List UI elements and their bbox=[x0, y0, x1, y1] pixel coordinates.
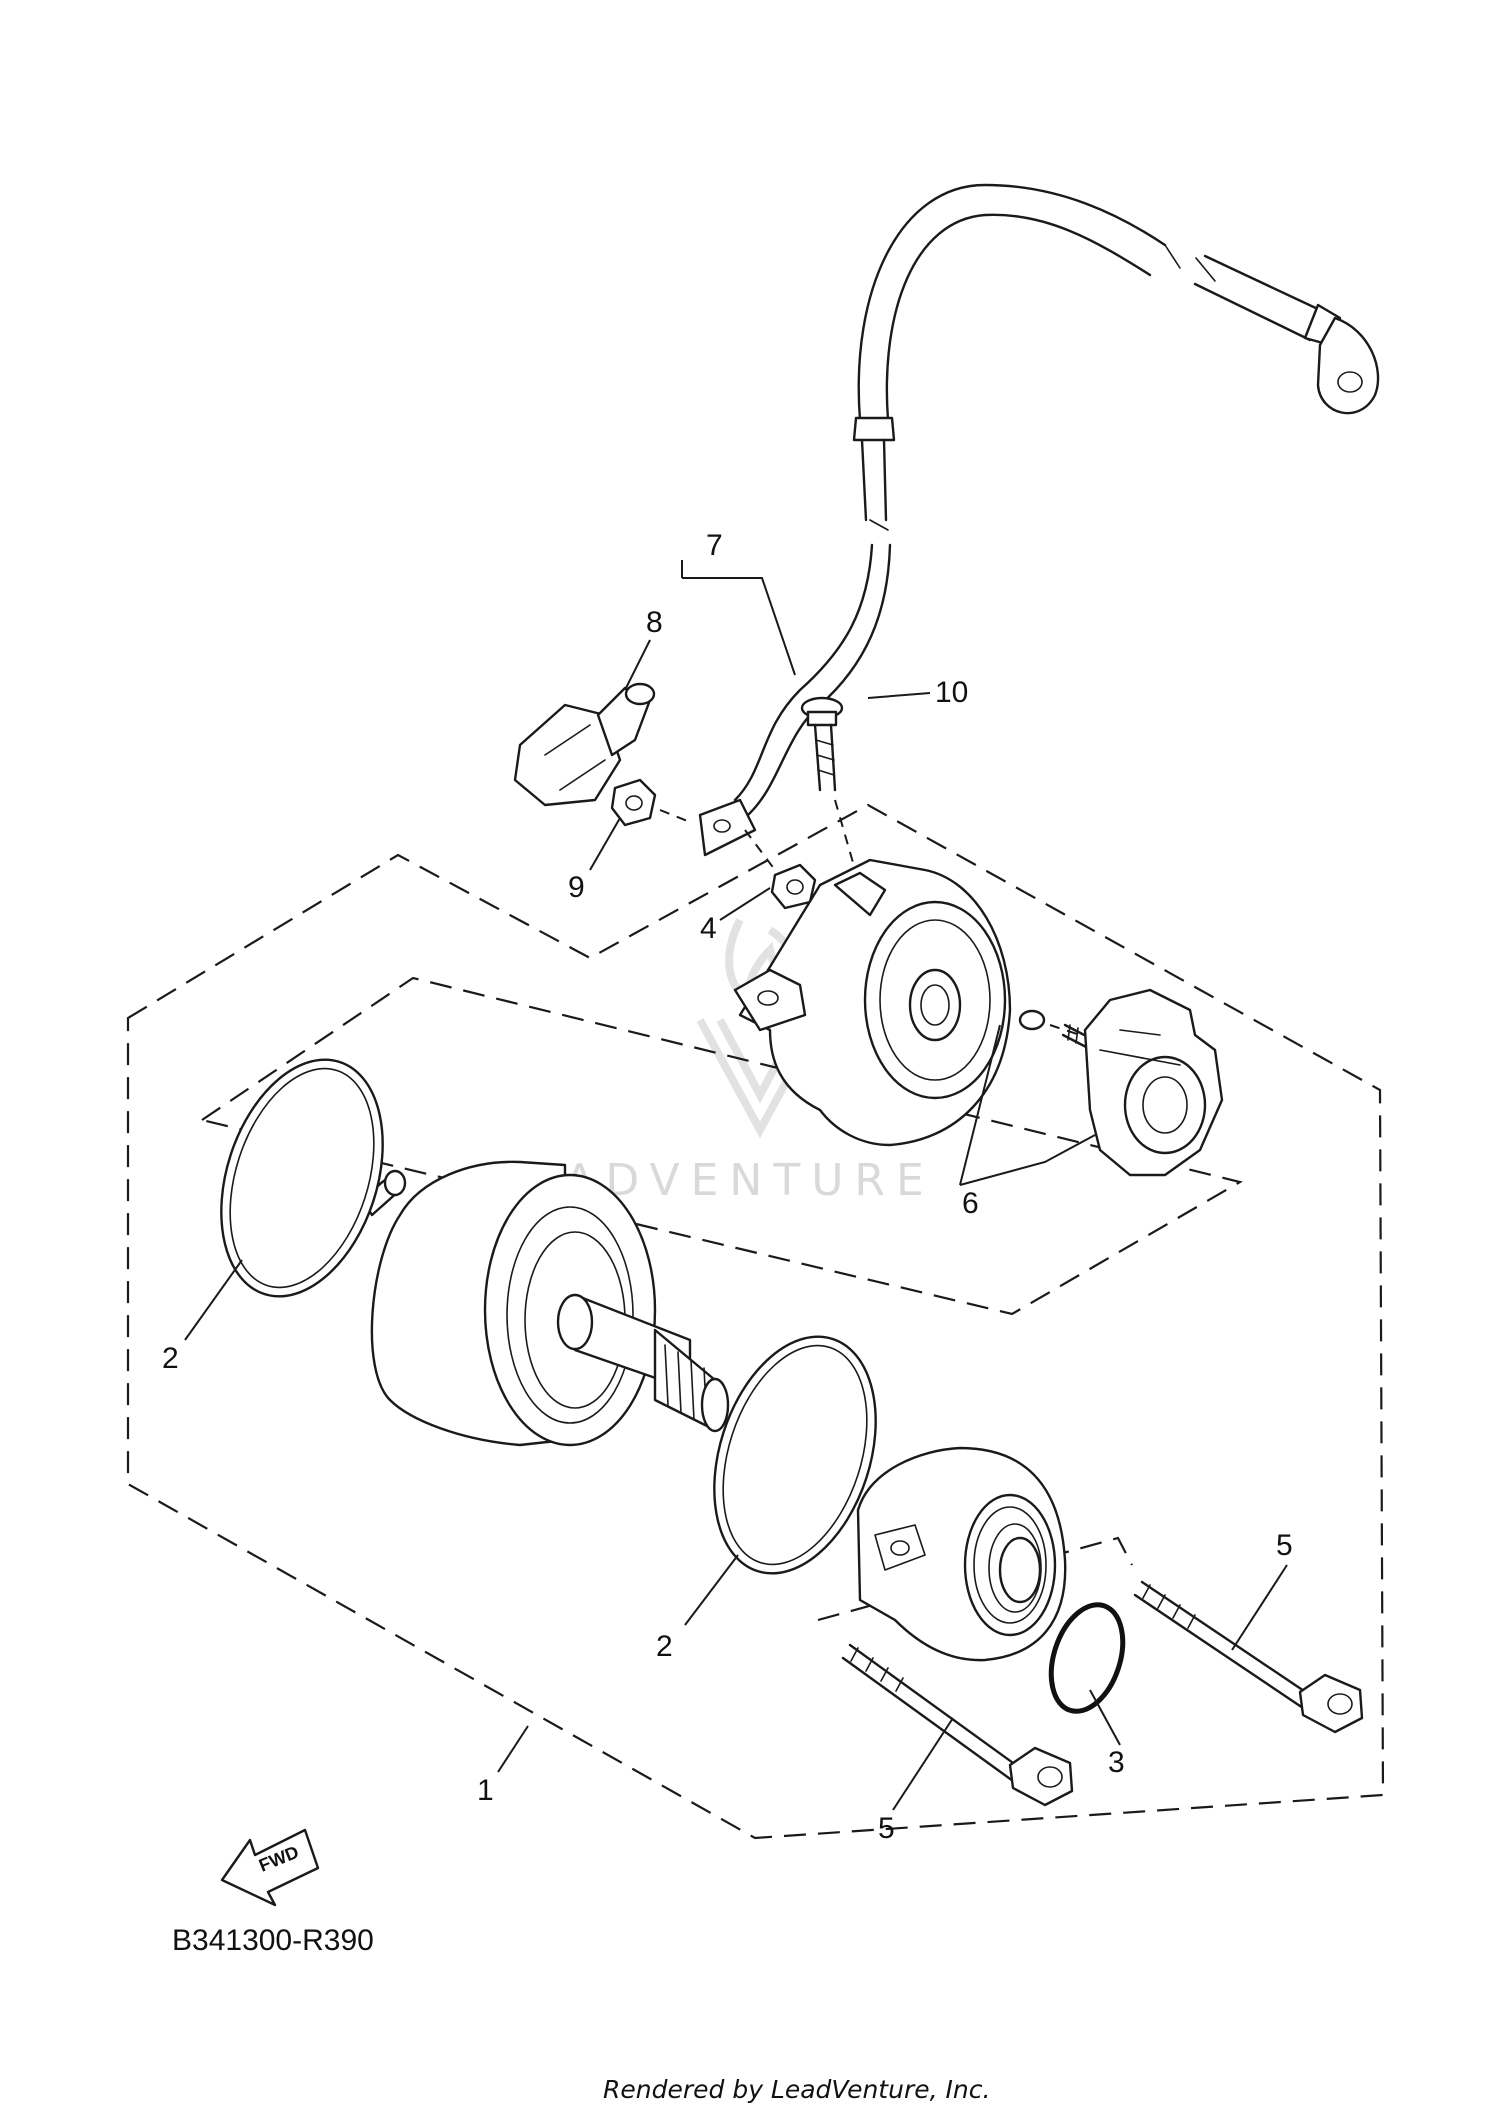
callouts: 7 8 10 9 4 6 2 2 3 5 5 1 bbox=[162, 529, 1293, 1845]
outline-motor-group bbox=[199, 976, 1243, 1316]
footer-credit: Rendered by LeadVenture, Inc. bbox=[603, 2075, 990, 2104]
cable-cap bbox=[513, 682, 656, 807]
callout-5-left: 5 bbox=[878, 1812, 895, 1845]
diagram-code: B341300-R390 bbox=[172, 1924, 374, 1957]
starter-cable bbox=[698, 183, 1380, 857]
callout-3: 3 bbox=[1108, 1746, 1125, 1779]
front-cover bbox=[856, 1446, 1067, 1662]
callout-5-right: 5 bbox=[1276, 1529, 1293, 1562]
starter-motor-yoke bbox=[367, 1160, 730, 1447]
small-ring bbox=[1018, 1009, 1081, 1036]
callout-10: 10 bbox=[935, 676, 968, 709]
long-bolt-right bbox=[1133, 1580, 1364, 1734]
fwd-arrow-icon: FWD bbox=[220, 1828, 320, 1907]
assembly-outlines bbox=[126, 803, 1385, 1840]
callout-8: 8 bbox=[646, 606, 663, 639]
callout-2-rear: 2 bbox=[162, 1342, 179, 1375]
callout-7: 7 bbox=[706, 529, 723, 562]
callout-1: 1 bbox=[477, 1774, 494, 1807]
bolt-10 bbox=[800, 696, 859, 881]
o-ring-rear bbox=[220, 1058, 384, 1298]
callout-9: 9 bbox=[568, 871, 585, 904]
callout-leaders bbox=[184, 560, 1288, 1811]
outline-main-assembly bbox=[126, 803, 1385, 1840]
callout-6: 6 bbox=[962, 1187, 979, 1220]
nut-9 bbox=[610, 778, 691, 827]
brush-holder bbox=[1061, 988, 1224, 1177]
o-ring-3 bbox=[1048, 1602, 1126, 1714]
long-bolt-left bbox=[841, 1643, 1074, 1807]
o-ring-front bbox=[713, 1335, 877, 1575]
rear-cover bbox=[733, 858, 1012, 1147]
callout-2-front: 2 bbox=[656, 1630, 673, 1663]
callout-4: 4 bbox=[700, 912, 717, 945]
